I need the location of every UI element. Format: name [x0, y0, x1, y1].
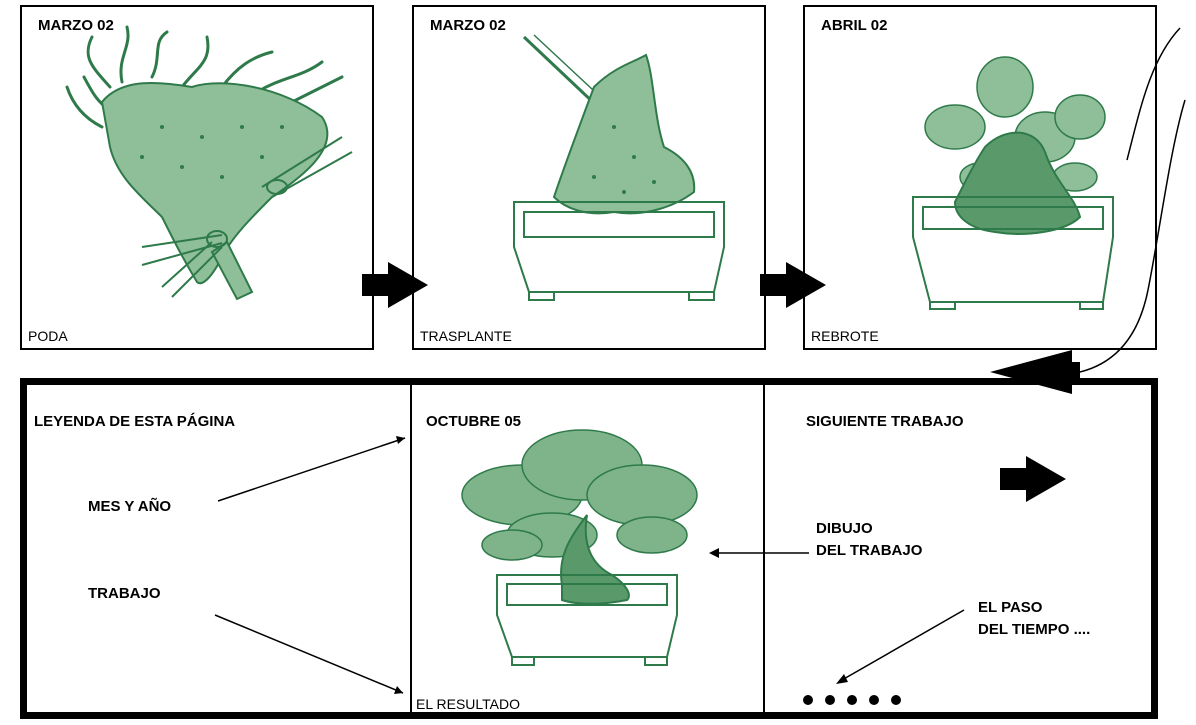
panel-date: MARZO 02 — [430, 17, 506, 34]
panel-date: MARZO 02 — [38, 17, 114, 34]
dots-icon — [803, 695, 901, 705]
panel-caption: PODA — [28, 328, 68, 344]
potted-trunk-illustration — [513, 34, 725, 301]
time-pointer-arrow — [836, 609, 965, 684]
result-caption: EL RESULTADO — [416, 696, 520, 712]
legend-heading: LEYENDA DE ESTA PÁGINA — [34, 413, 236, 430]
panel-caption: TRASPLANTE — [420, 328, 512, 344]
panel-rebrote: ABRIL 02 REBROTE — [803, 5, 1157, 350]
arrow-right-icon — [1000, 456, 1066, 502]
divider — [763, 378, 765, 719]
drawing-label-line1: DIBUJO — [816, 520, 873, 537]
panel-caption: REBROTE — [811, 328, 879, 344]
drawing-label-line2: DEL TRABAJO — [816, 542, 923, 559]
time-label-line2: DEL TIEMPO .... — [978, 621, 1091, 638]
result-date: OCTUBRE 05 — [426, 413, 522, 430]
finished-bonsai-illustration — [461, 429, 698, 666]
arrow-right-icon — [760, 262, 826, 308]
legend-work: TRABAJO — [88, 585, 161, 602]
time-label: EL PASO DEL TIEMPO .... — [978, 597, 1090, 641]
legend-frame — [20, 378, 1158, 719]
sprouting-bonsai-illustration — [912, 56, 1114, 310]
legend-pointer-arrows — [214, 436, 406, 694]
next-heading: SIGUIENTE TRABAJO — [806, 413, 964, 430]
divider — [410, 378, 412, 719]
legend-month-year: MES Y AÑO — [88, 498, 172, 515]
panel-date: ABRIL 02 — [821, 17, 888, 34]
panel-poda: MARZO 02 PODA — [20, 5, 374, 350]
flow-curve-connector — [990, 27, 1186, 394]
drawing-label: DIBUJO DEL TRABAJO — [816, 518, 922, 562]
arrow-right-icon — [362, 262, 428, 308]
drawing-pointer-arrow — [709, 548, 809, 558]
time-label-line1: EL PASO — [978, 599, 1043, 616]
pruned-trunk-illustration — [65, 25, 353, 301]
panel-trasplante: MARZO 02 TRASPLANTE — [412, 5, 766, 350]
